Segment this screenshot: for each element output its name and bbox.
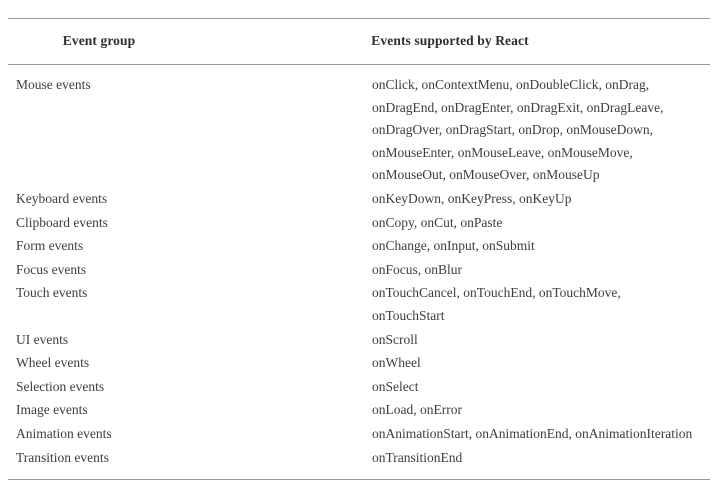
events-list-text: onScroll: [372, 331, 418, 347]
cell-events-supported: onTouchCancel, onTouchEnd, onTouchMove, …: [190, 282, 710, 328]
react-events-table: Event group Events supported by React Mo…: [8, 18, 710, 480]
events-list-text: onWheel: [372, 355, 421, 371]
cell-event-group: Touch events: [16, 285, 88, 301]
cell-event-group: Wheel events: [16, 355, 90, 371]
events-list-text: onSelect: [372, 378, 419, 394]
events-list-text: onKeyDown, onKeyPress, onKeyUp: [372, 190, 572, 206]
cell-events-supported: onFocus, onBlur: [190, 259, 710, 283]
cell-event-group: Transition events: [16, 449, 109, 465]
cell-events-supported: onChange, onInput, onSubmit: [190, 235, 710, 259]
events-list-text: onClick, onContextMenu, onDoubleClick, o…: [372, 77, 664, 183]
column-header-event-group: Event group: [62, 33, 136, 48]
event-table-container: Event group Events supported by React Mo…: [8, 18, 710, 480]
cell-event-group: Mouse events: [16, 77, 91, 92]
cell-event-group: Keyboard events: [16, 190, 108, 206]
events-list-text: onTouchCancel, onTouchEnd, onTouchMove, …: [372, 285, 621, 323]
table-header-row: Event group Events supported by React: [8, 18, 710, 65]
table-row: Form events onChange, onInput, onSubmit: [8, 235, 710, 259]
cell-events-supported: onAnimationStart, onAnimationEnd, onAnim…: [190, 423, 710, 447]
table-row: Image events onLoad, onError: [8, 399, 710, 423]
table-row: Focus events onFocus, onBlur: [8, 259, 710, 283]
cell-events-supported: onLoad, onError: [190, 399, 710, 423]
cell-event-group: Focus events: [16, 261, 87, 277]
cell-event-group: Selection events: [16, 378, 105, 394]
cell-event-group: Image events: [16, 402, 88, 418]
cell-events-supported: onWheel: [190, 352, 710, 376]
table-row: Selection events onSelect: [8, 376, 710, 400]
cell-events-supported: onKeyDown, onKeyPress, onKeyUp: [190, 188, 710, 212]
table-row: UI events onScroll: [8, 329, 710, 353]
events-list-text: onChange, onInput, onSubmit: [372, 238, 535, 254]
events-list-text: onLoad, onError: [372, 402, 462, 418]
events-list-text: onCopy, onCut, onPaste: [372, 214, 503, 230]
cell-event-group: Animation events: [16, 425, 112, 441]
cell-events-supported: onScroll: [190, 329, 710, 353]
table-row: Touch events onTouchCancel, onTouchEnd, o…: [8, 282, 710, 328]
table-row: Transition events onTransitionEnd: [8, 447, 710, 480]
column-header-events-supported: Events supported by React: [371, 33, 529, 48]
cell-events-supported: onClick, onContextMenu, onDoubleClick, o…: [190, 65, 710, 188]
cell-event-group: UI events: [16, 331, 69, 347]
table-body: Mouse events onClick, onContextMenu, onDo…: [8, 65, 710, 480]
table-row: Wheel events onWheel: [8, 352, 710, 376]
table-row: Clipboard events onCopy, onCut, onPaste: [8, 212, 710, 236]
cell-events-supported: onTransitionEnd: [190, 447, 710, 480]
table-row: Mouse events onClick, onContextMenu, onDo…: [8, 65, 710, 188]
events-list-text: onTransitionEnd: [372, 449, 463, 465]
events-list-text: onFocus, onBlur: [372, 261, 463, 277]
cell-event-group: Form events: [16, 238, 84, 254]
cell-events-supported: onSelect: [190, 376, 710, 400]
table-row: Keyboard events onKeyDown, onKeyPress, on…: [8, 188, 710, 212]
events-list-text: onAnimationStart, onAnimationEnd, onAnim…: [372, 425, 693, 441]
table-header: Event group Events supported by React: [8, 18, 710, 65]
table-row: Animation events onAnimationStart, onAnim…: [8, 423, 710, 447]
cell-events-supported: onCopy, onCut, onPaste: [190, 212, 710, 236]
cell-event-group: Clipboard events: [16, 214, 108, 230]
